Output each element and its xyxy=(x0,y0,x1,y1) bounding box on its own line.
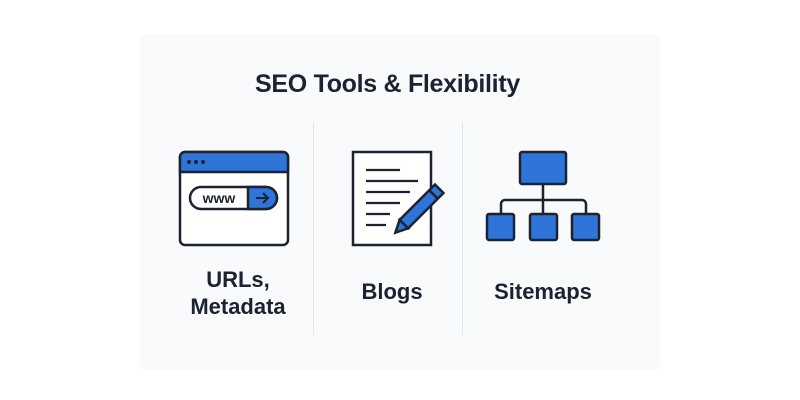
feature-label-sitemaps: Sitemaps xyxy=(494,279,592,304)
sitemap-icon xyxy=(485,150,601,242)
label-line: URLs, xyxy=(206,267,270,292)
browser-url-icon: www xyxy=(178,150,290,247)
divider xyxy=(462,122,463,335)
feature-label-blogs: Blogs xyxy=(361,279,423,304)
feature-label-urls: URLs, Metadata xyxy=(158,266,318,320)
url-text: www xyxy=(202,190,236,206)
divider xyxy=(313,122,314,335)
document-pencil-icon xyxy=(351,150,446,247)
page-title: SEO Tools & Flexibility xyxy=(255,70,520,98)
label-line: Metadata xyxy=(190,294,286,319)
